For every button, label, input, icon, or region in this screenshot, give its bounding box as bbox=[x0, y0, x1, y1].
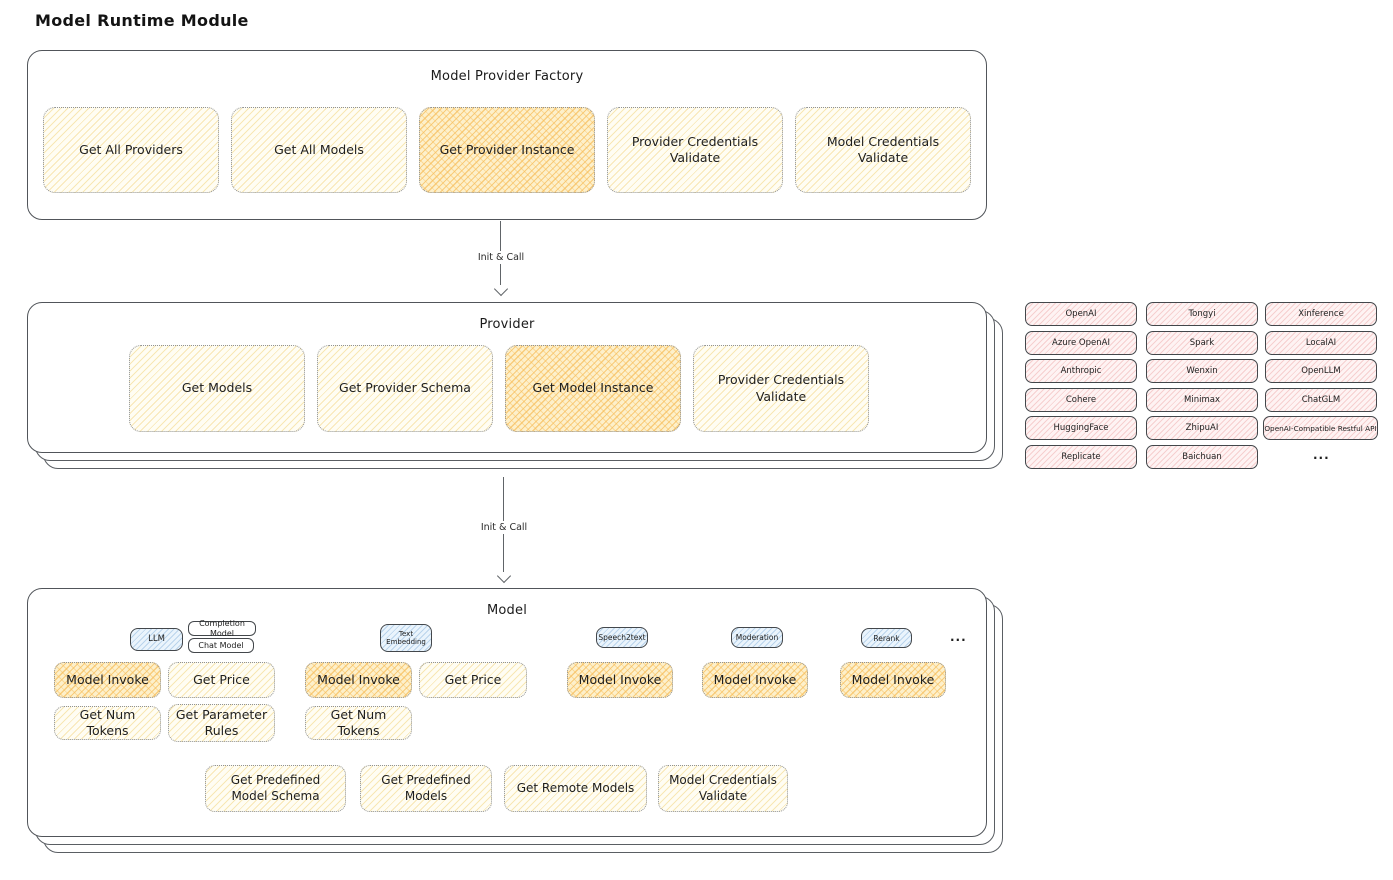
llm-get-parameter-rules: Get Parameter Rules bbox=[168, 704, 275, 742]
text-embedding-get-price: Get Price bbox=[419, 662, 527, 698]
provider-zhipuai: ZhipuAI bbox=[1146, 416, 1258, 440]
chat-model-chip: Chat Model bbox=[188, 638, 254, 653]
arrow-head-1-icon bbox=[493, 281, 509, 297]
provider-wenxin: Wenxin bbox=[1146, 359, 1258, 383]
model-types-more: ... bbox=[950, 630, 967, 644]
moderation-model-invoke: Model Invoke bbox=[702, 662, 808, 698]
provider-get-provider-schema: Get Provider Schema bbox=[317, 345, 493, 432]
model-model-credentials-validate: Model Credentials Validate bbox=[658, 765, 788, 812]
factory-get-all-models: Get All Models bbox=[231, 107, 407, 193]
speech2text-type-chip: Speech2text bbox=[596, 627, 648, 648]
completion-model-chip: Completion Model bbox=[188, 619, 256, 638]
provider-list-more: ... bbox=[1313, 448, 1330, 462]
provider-minimax: Minimax bbox=[1146, 388, 1258, 412]
factory-model-credentials-validate: Model Credentials Validate bbox=[795, 107, 971, 193]
provider-tongyi: Tongyi bbox=[1146, 302, 1258, 326]
provider-title: Provider bbox=[479, 317, 535, 332]
model-title: Model bbox=[486, 603, 528, 618]
provider-openai: OpenAI bbox=[1025, 302, 1137, 326]
provider-cohere: Cohere bbox=[1025, 388, 1137, 412]
provider-localai: LocalAI bbox=[1265, 331, 1377, 355]
factory-provider-credentials-validate: Provider Credentials Validate bbox=[607, 107, 783, 193]
provider-get-model-instance: Get Model Instance bbox=[505, 345, 681, 432]
provider-huggingface: HuggingFace bbox=[1025, 416, 1137, 440]
arrow-label-2: Init & Call bbox=[476, 521, 532, 534]
llm-get-price: Get Price bbox=[168, 662, 275, 698]
factory-title: Model Provider Factory bbox=[430, 69, 584, 84]
llm-type-chip: LLM bbox=[130, 628, 183, 651]
rerank-model-invoke: Model Invoke bbox=[840, 662, 946, 698]
provider-openllm: OpenLLM bbox=[1265, 359, 1377, 383]
page-title: Model Runtime Module bbox=[35, 11, 249, 30]
model-get-predefined-models: Get Predefined Models bbox=[360, 765, 492, 812]
arrow-label-1: Init & Call bbox=[473, 251, 529, 264]
provider-get-models: Get Models bbox=[129, 345, 305, 432]
llm-model-invoke: Model Invoke bbox=[54, 662, 161, 698]
provider-anthropic: Anthropic bbox=[1025, 359, 1137, 383]
factory-get-provider-instance: Get Provider Instance bbox=[419, 107, 595, 193]
provider-chatglm: ChatGLM bbox=[1265, 388, 1377, 412]
speech2text-model-invoke: Model Invoke bbox=[567, 662, 673, 698]
provider-replicate: Replicate bbox=[1025, 445, 1137, 469]
provider-openai-compatible-restful-api: OpenAI-Compatible Restful API bbox=[1263, 416, 1378, 440]
rerank-type-chip: Rerank bbox=[861, 628, 912, 648]
moderation-type-chip: Moderation bbox=[731, 627, 783, 648]
factory-get-all-providers: Get All Providers bbox=[43, 107, 219, 193]
text-embedding-model-invoke: Model Invoke bbox=[305, 662, 412, 698]
provider-spark: Spark bbox=[1146, 331, 1258, 355]
provider-baichuan: Baichuan bbox=[1146, 445, 1258, 469]
model-get-remote-models: Get Remote Models bbox=[504, 765, 647, 812]
text-embedding-type-chip: Text Embedding bbox=[380, 624, 432, 652]
llm-get-num-tokens: Get Num Tokens bbox=[54, 706, 161, 740]
model-get-predefined-model-schema: Get Predefined Model Schema bbox=[205, 765, 346, 812]
text-embedding-get-num-tokens: Get Num Tokens bbox=[305, 706, 412, 740]
provider-provider-credentials-validate: Provider Credentials Validate bbox=[693, 345, 869, 432]
provider-azure-openai: Azure OpenAI bbox=[1025, 331, 1137, 355]
provider-xinference: Xinference bbox=[1265, 302, 1377, 326]
arrow-head-2-icon bbox=[496, 568, 512, 584]
